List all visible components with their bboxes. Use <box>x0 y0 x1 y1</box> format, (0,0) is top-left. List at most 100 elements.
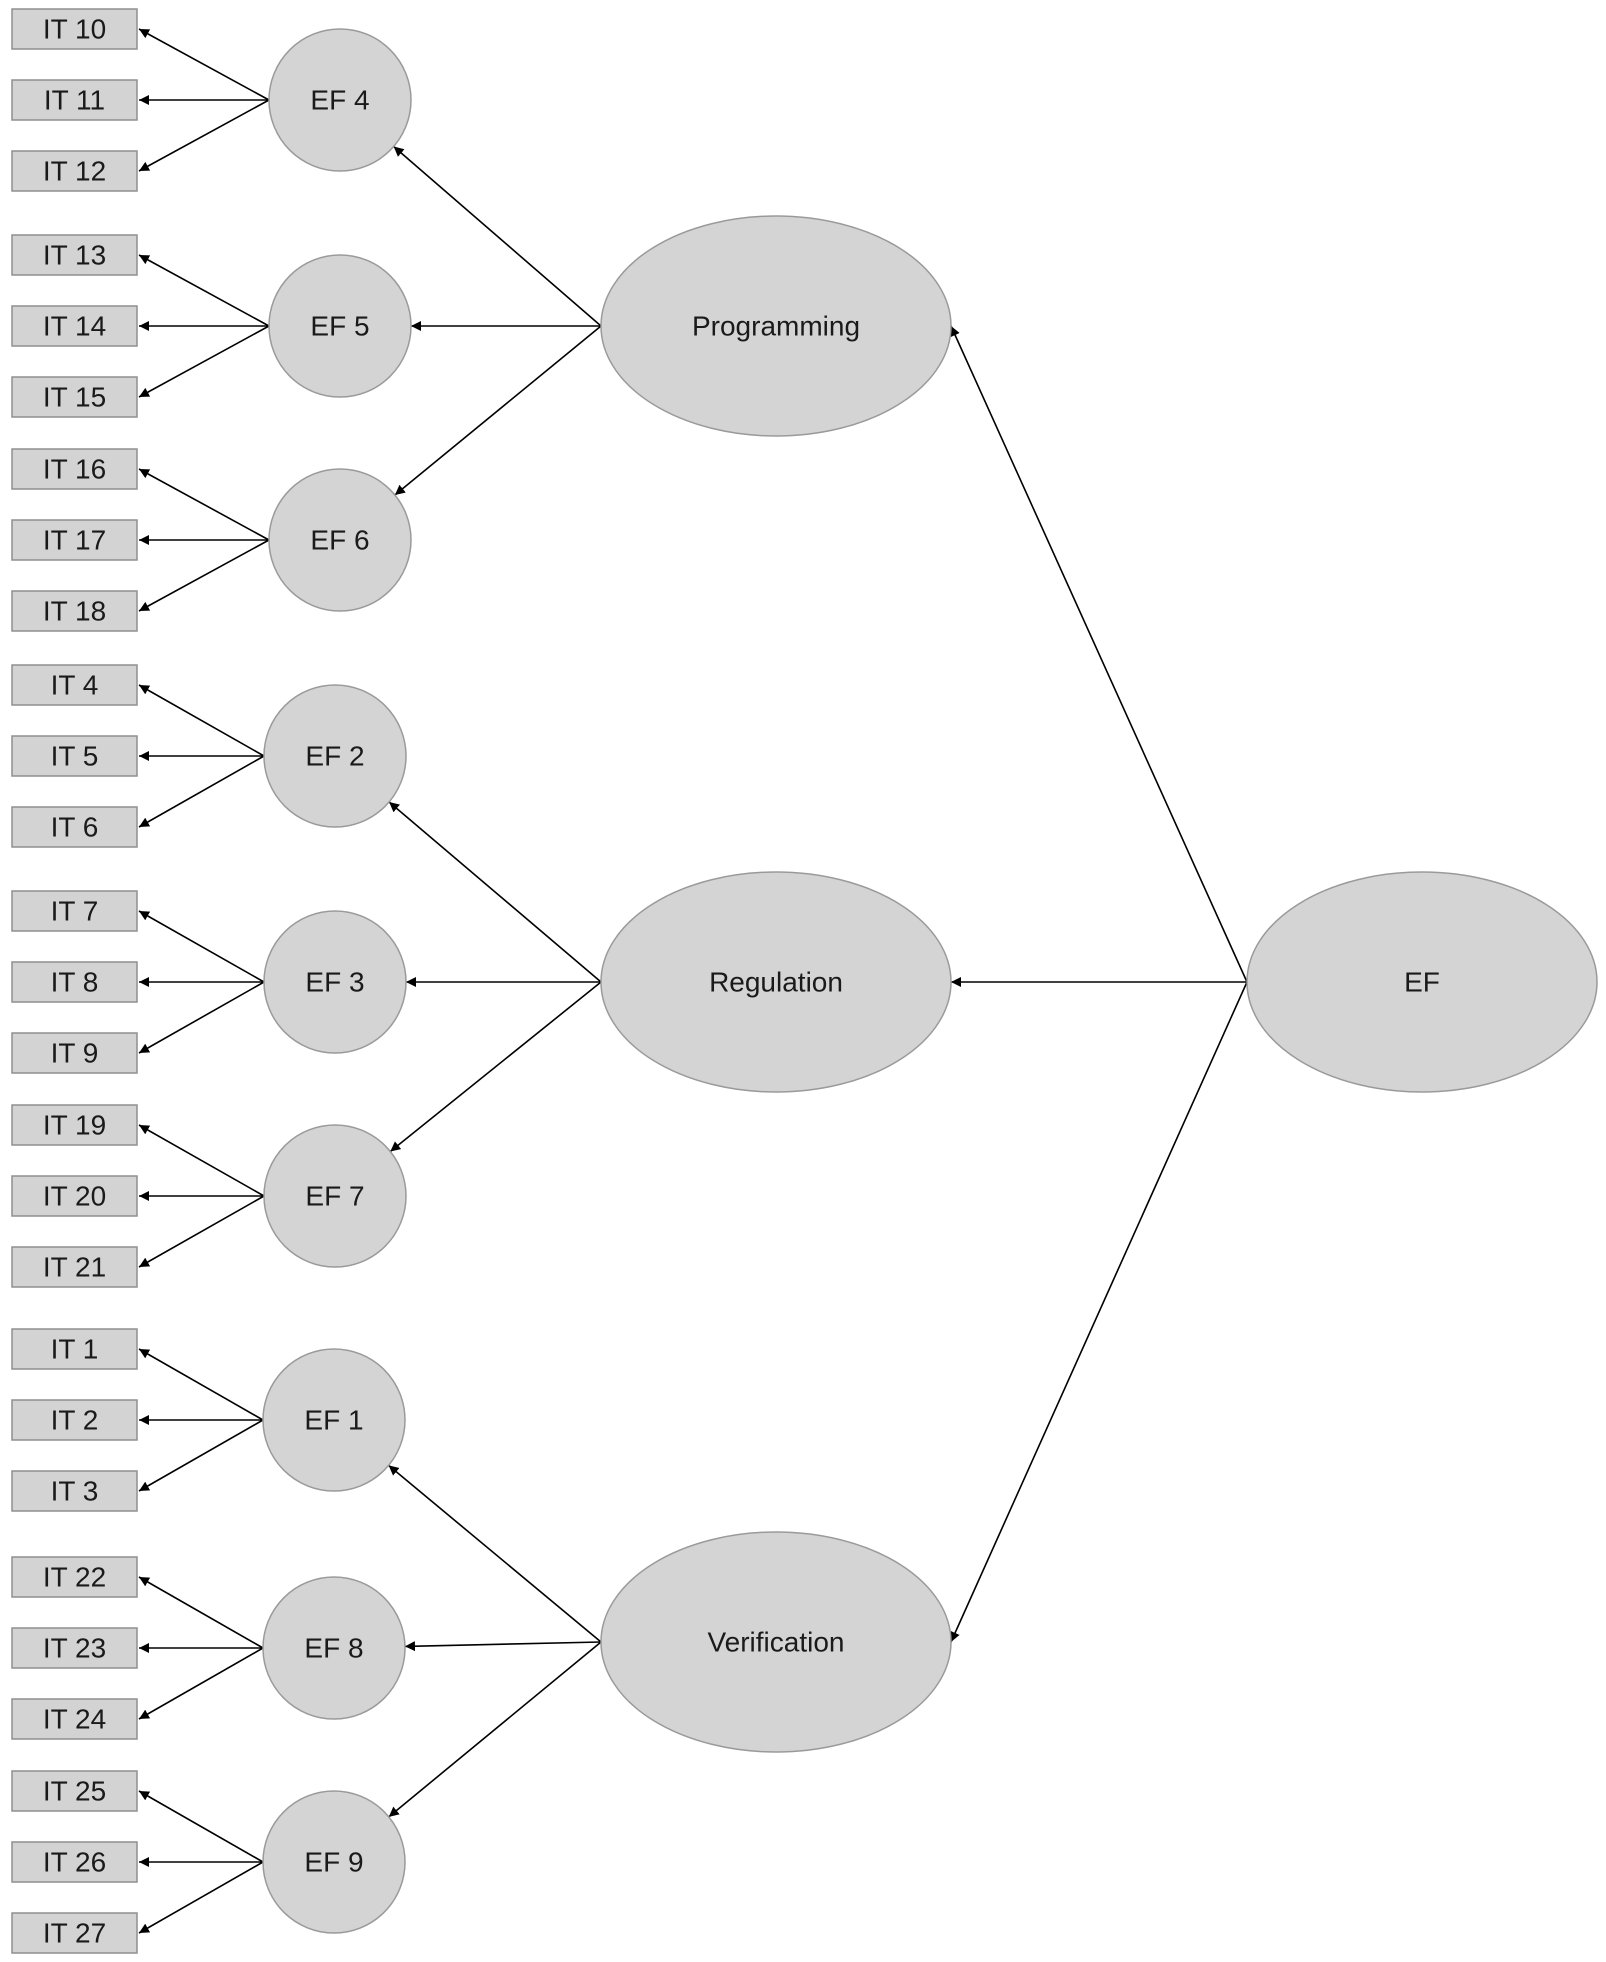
item-label-it13: IT 13 <box>43 240 106 271</box>
item-label-it26: IT 26 <box>43 1847 106 1878</box>
item-label-it23: IT 23 <box>43 1633 106 1664</box>
edge-ef6-to-it16 <box>138 468 270 541</box>
edge-ef9-to-it25 <box>138 1790 264 1863</box>
item-box-it19 <box>11 1104 138 1146</box>
item-label-it25: IT 25 <box>43 1776 106 1807</box>
item-label-it15: IT 15 <box>43 382 106 413</box>
item-box-it2 <box>11 1399 138 1441</box>
edge-ef3-to-it7 <box>138 910 265 983</box>
item-box-it11 <box>11 79 138 121</box>
item-label-it4: IT 4 <box>51 670 99 701</box>
item-label-it19: IT 19 <box>43 1110 106 1141</box>
edge-ef5-to-it15 <box>138 325 270 398</box>
domain-ellipse-verification <box>600 1531 952 1753</box>
item-label-it2: IT 2 <box>51 1405 99 1436</box>
item-label-it20: IT 20 <box>43 1181 106 1212</box>
edge-ef1-to-it3 <box>138 1419 264 1492</box>
edge-ef7-to-it19 <box>138 1124 265 1197</box>
edge-root-to-programming <box>950 325 1248 983</box>
root-label: EF <box>1404 967 1440 998</box>
domain-label-programming: Programming <box>692 311 860 342</box>
edge-programming-to-ef6 <box>394 325 602 496</box>
item-label-it1: IT 1 <box>51 1334 99 1365</box>
edge-verification-to-ef8 <box>404 1641 602 1652</box>
item-box-it22 <box>11 1556 138 1598</box>
item-box-it20 <box>11 1175 138 1217</box>
item-label-it14: IT 14 <box>43 311 106 342</box>
item-box-it4 <box>11 664 138 706</box>
edge-ef8-to-it24 <box>138 1647 264 1720</box>
factor-label-ef4: EF 4 <box>310 85 369 116</box>
edge-verification-to-ef9 <box>388 1641 602 1818</box>
edge-programming-to-ef4 <box>393 145 602 327</box>
item-box-it18 <box>11 590 138 632</box>
item-box-it24 <box>11 1698 138 1740</box>
edge-regulation-to-ef2 <box>388 801 602 983</box>
item-box-it16 <box>11 448 138 490</box>
item-box-it7 <box>11 890 138 932</box>
factor-circle-ef4 <box>268 28 412 172</box>
factor-label-ef9: EF 9 <box>304 1847 363 1878</box>
edge-regulation-to-ef7 <box>389 981 602 1153</box>
edge-ef5-to-it13 <box>138 254 270 327</box>
item-label-it18: IT 18 <box>43 596 106 627</box>
edge-ef4-to-it12 <box>138 99 270 172</box>
item-label-it22: IT 22 <box>43 1562 106 1593</box>
item-label-it5: IT 5 <box>51 741 99 772</box>
factor-circle-ef3 <box>263 910 407 1054</box>
edge-ef8-to-it22 <box>138 1576 264 1649</box>
nodes-layer: EF Programming EF 4 IT 10 IT 11 IT 12 EF 5 IT 1… <box>11 8 1598 1954</box>
item-label-it21: IT 21 <box>43 1252 106 1283</box>
factor-label-ef8: EF 8 <box>304 1633 363 1664</box>
item-box-it6 <box>11 806 138 848</box>
item-box-it3 <box>11 1470 138 1512</box>
item-box-it17 <box>11 519 138 561</box>
factor-circle-ef2 <box>263 684 407 828</box>
edge-ef7-to-it21 <box>138 1195 265 1268</box>
factor-label-ef7: EF 7 <box>305 1181 364 1212</box>
domain-label-regulation: Regulation <box>709 967 843 998</box>
edge-ef3-to-it9 <box>138 981 265 1054</box>
item-label-it10: IT 10 <box>43 14 106 45</box>
item-label-it12: IT 12 <box>43 156 106 187</box>
factor-label-ef5: EF 5 <box>310 311 369 342</box>
item-box-it8 <box>11 961 138 1003</box>
item-label-it6: IT 6 <box>51 812 99 843</box>
factor-circle-ef5 <box>268 254 412 398</box>
item-box-it21 <box>11 1246 138 1288</box>
factor-circle-ef6 <box>268 468 412 612</box>
edge-ef6-to-it18 <box>138 539 270 612</box>
domain-ellipse-programming <box>600 215 952 437</box>
factor-label-ef1: EF 1 <box>304 1405 363 1436</box>
item-box-it14 <box>11 305 138 347</box>
item-label-it16: IT 16 <box>43 454 106 485</box>
factor-circle-ef1 <box>262 1348 406 1492</box>
item-label-it7: IT 7 <box>51 896 99 927</box>
item-box-it1 <box>11 1328 138 1370</box>
factor-label-ef6: EF 6 <box>310 525 369 556</box>
item-label-it17: IT 17 <box>43 525 106 556</box>
factor-circle-ef7 <box>263 1124 407 1268</box>
item-label-it11: IT 11 <box>44 85 105 116</box>
edge-ef4-to-it10 <box>138 28 270 101</box>
item-box-it25 <box>11 1770 138 1812</box>
edge-root-to-verification <box>950 981 1248 1643</box>
item-label-it24: IT 24 <box>43 1704 106 1735</box>
item-box-it9 <box>11 1032 138 1074</box>
edges-layer <box>138 28 1248 1934</box>
factor-circle-ef8 <box>262 1576 406 1720</box>
item-label-it3: IT 3 <box>51 1476 99 1507</box>
factor-circle-ef9 <box>262 1790 406 1934</box>
item-box-it27 <box>11 1912 138 1954</box>
item-box-it13 <box>11 234 138 276</box>
item-box-it12 <box>11 150 138 192</box>
factor-label-ef3: EF 3 <box>305 967 364 998</box>
edge-verification-to-ef1 <box>388 1464 602 1643</box>
root-ellipse-ef <box>1246 871 1598 1093</box>
item-box-it23 <box>11 1627 138 1669</box>
item-label-it9: IT 9 <box>51 1038 99 1069</box>
edge-ef1-to-it1 <box>138 1348 264 1421</box>
item-label-it27: IT 27 <box>43 1918 106 1949</box>
edge-ef9-to-it27 <box>138 1861 264 1934</box>
